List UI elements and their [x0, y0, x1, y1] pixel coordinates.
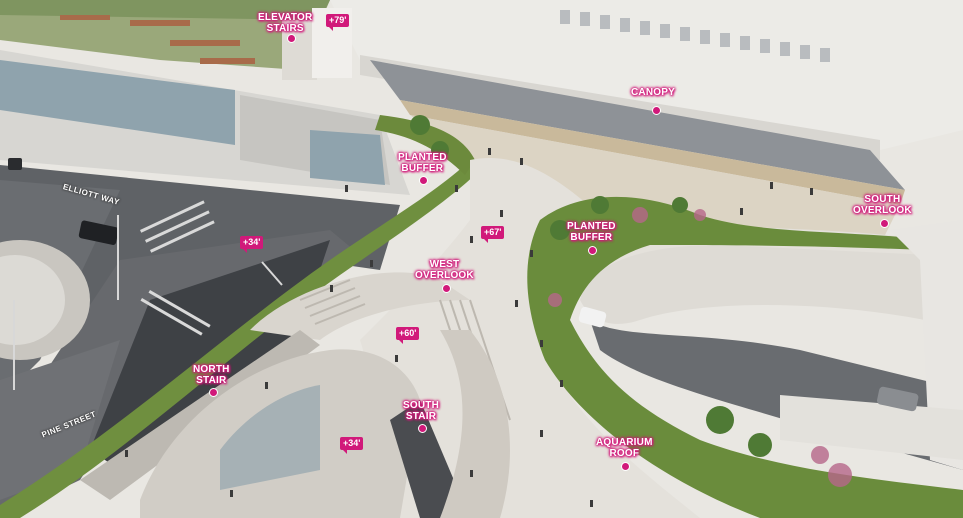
elevation-tag-34-lower: +34' [340, 437, 364, 454]
label-planted-buffer-west: PLANTED BUFFER [398, 152, 447, 174]
label-south-overlook: SOUTH OVERLOOK [853, 194, 912, 216]
label-south-stair: SOUTH STAIR [403, 400, 439, 422]
marker-west-overlook [442, 284, 451, 293]
elevation-tag-34-upper: +34' [240, 236, 264, 253]
label-west-overlook-line-1: WEST [429, 259, 460, 270]
marker-south-stair [418, 424, 427, 433]
label-planted-buffer-east-line-1: PLANTED [567, 221, 616, 232]
label-elevator-stairs-line-1: ELEVATOR [258, 12, 313, 23]
label-aquarium-roof-line-2: ROOF [609, 448, 640, 459]
marker-canopy [652, 106, 661, 115]
marker-south-overlook [880, 219, 889, 228]
label-north-stair-line-1: NORTH [193, 364, 230, 375]
marker-elevator-stairs [287, 34, 296, 43]
label-north-stair-line-2: STAIR [196, 375, 227, 386]
label-west-overlook: WEST OVERLOOK [415, 259, 474, 281]
label-aquarium-roof: AQUARIUM ROOF [596, 437, 653, 459]
label-aquarium-roof-line-1: AQUARIUM [596, 437, 653, 448]
label-west-overlook-line-2: OVERLOOK [415, 270, 474, 281]
label-elevator-stairs-line-2: STAIRS [266, 23, 304, 34]
elevation-tag-60: +60' [396, 327, 420, 344]
marker-planted-buffer-east [588, 246, 597, 255]
label-south-overlook-line-2: OVERLOOK [853, 205, 912, 216]
label-south-stair-line-2: STAIR [405, 411, 437, 422]
marker-aquarium-roof [621, 462, 630, 471]
label-canopy-line-1: CANOPY [631, 87, 675, 98]
marker-planted-buffer-west [419, 176, 428, 185]
label-canopy: CANOPY [631, 87, 675, 98]
label-south-overlook-line-1: SOUTH [864, 194, 901, 205]
label-planted-buffer-east: PLANTED BUFFER [567, 221, 616, 243]
label-north-stair: NORTH STAIR [193, 364, 230, 386]
label-planted-buffer-west-line-2: BUFFER [401, 163, 444, 174]
marker-north-stair [209, 388, 218, 397]
label-south-stair-line-1: SOUTH [403, 400, 439, 411]
elevation-tag-79: +79' [326, 14, 350, 31]
label-planted-buffer-west-line-1: PLANTED [398, 152, 447, 163]
label-elevator-stairs: ELEVATOR STAIRS [258, 12, 312, 34]
label-planted-buffer-east-line-2: BUFFER [570, 232, 613, 243]
elevation-tag-67: +67' [481, 226, 505, 243]
